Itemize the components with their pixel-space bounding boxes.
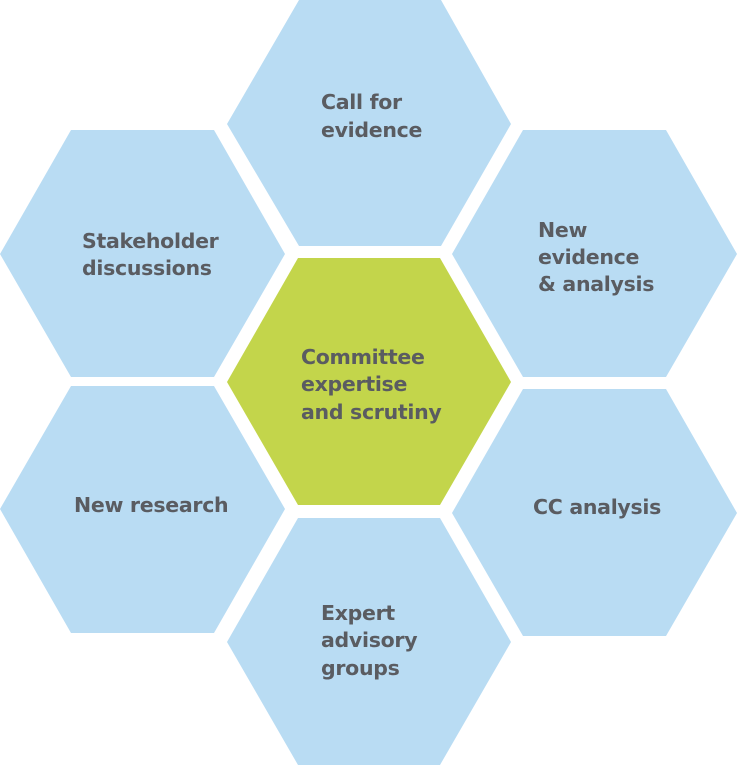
hex-label-line: New <box>538 218 587 242</box>
hex-label-line: expertise <box>301 372 407 396</box>
hexagon-shape <box>227 518 511 765</box>
hex-label-line: Stakeholder <box>82 229 220 253</box>
hex-label: Stakeholder discussions <box>82 229 225 280</box>
hexagon-shape <box>0 386 285 633</box>
hex-label-line: CC analysis <box>533 495 661 519</box>
hexagon-shape <box>0 130 285 377</box>
hex-label: New research <box>74 493 228 517</box>
hex-label: Call for evidence <box>321 90 422 142</box>
hex-label-line: discussions <box>82 256 212 280</box>
hex-expert-advisory-groups: Expert advisory groups <box>227 518 511 765</box>
hex-label: Committee expertise and scrutiny <box>301 345 441 424</box>
hex-label-line: and scrutiny <box>301 400 441 424</box>
hex-label-line: New research <box>74 493 228 517</box>
hex-label: Expert advisory groups <box>321 601 424 680</box>
hex-label-line: groups <box>321 656 400 680</box>
hexagon-shape <box>227 258 511 505</box>
hexagon-shape <box>452 389 737 636</box>
hexagon-shape <box>227 0 511 246</box>
hex-stakeholder-discussions: Stakeholder discussions <box>0 130 285 377</box>
hex-label: CC analysis <box>533 495 661 519</box>
hex-committee-expertise: Committee expertise and scrutiny <box>227 258 511 505</box>
hex-label-line: evidence <box>538 245 639 269</box>
hex-call-for-evidence: Call for evidence <box>227 0 511 246</box>
hex-new-evidence-analysis: New evidence & analysis <box>452 130 737 377</box>
hex-cc-analysis: CC analysis <box>452 389 737 636</box>
hex-label-line: evidence <box>321 118 422 142</box>
hex-label-line: Call for <box>321 90 403 114</box>
hex-label-line: Committee <box>301 345 425 369</box>
hexagon-shape <box>452 130 737 377</box>
hex-label-line: & analysis <box>538 272 654 296</box>
hex-new-research: New research <box>0 386 285 633</box>
hex-label-line: advisory <box>321 628 417 652</box>
hex-label-line: Expert <box>321 601 395 625</box>
hex-label: New evidence & analysis <box>538 218 654 296</box>
